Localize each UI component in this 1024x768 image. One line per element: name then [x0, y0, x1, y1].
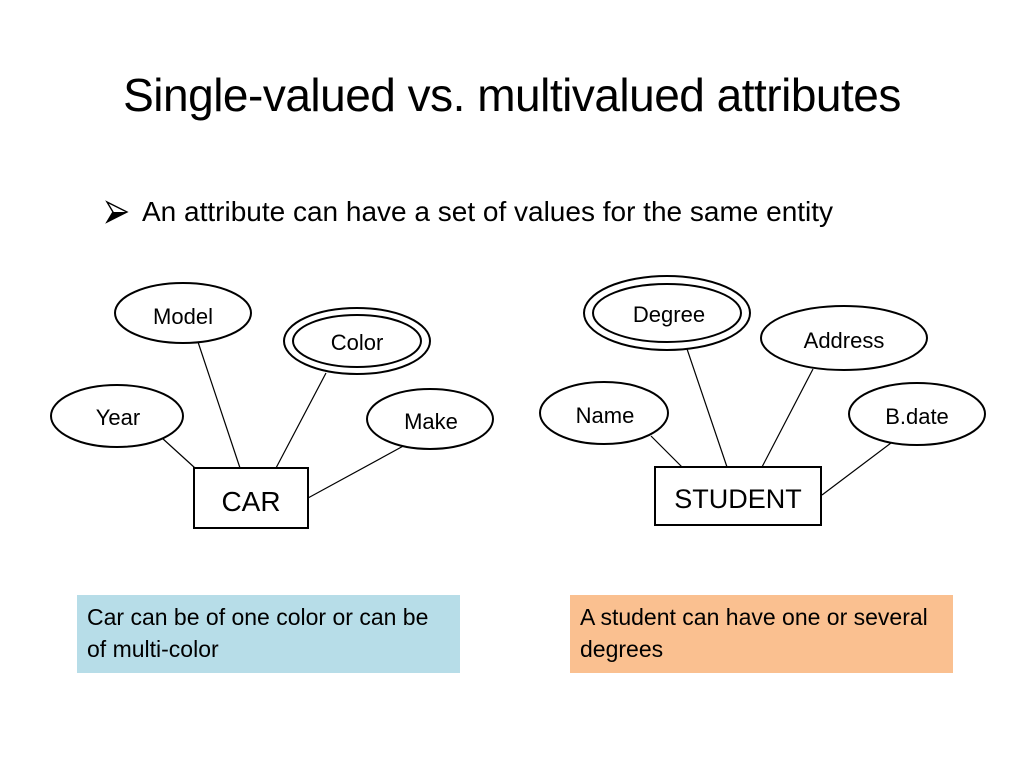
car-er-diagram	[50, 282, 494, 529]
connector-address	[761, 368, 814, 468]
connector-name	[650, 435, 683, 468]
student-er-diagram	[539, 275, 986, 526]
connector-bdate	[821, 442, 892, 496]
connector-degree	[684, 342, 728, 468]
connector-year	[161, 437, 196, 469]
student-note-box: A student can have one or several degree…	[570, 595, 953, 673]
attribute-model-label: Model	[153, 304, 213, 329]
attribute-name	[539, 381, 669, 445]
attribute-model	[114, 282, 252, 344]
attribute-address	[760, 305, 928, 371]
attribute-degree-label: Degree	[633, 302, 705, 327]
attribute-color-inner	[292, 314, 422, 368]
attribute-name-label: Name	[576, 403, 635, 428]
bullet-text: An attribute can have a set of values fo…	[142, 196, 834, 227]
slide-title: Single-valued vs. multivalued attributes	[123, 69, 901, 121]
entity-student	[654, 466, 822, 526]
connector-make	[307, 443, 408, 499]
attribute-make-label: Make	[404, 409, 458, 434]
car-note-box: Car can be of one color or can be of mul…	[77, 595, 460, 673]
attribute-address-label: Address	[804, 328, 885, 353]
attribute-year-label: Year	[96, 405, 140, 430]
connector-model	[197, 341, 241, 469]
attribute-degree-inner	[592, 283, 742, 343]
bullet-point: An attribute can have a set of values fo…	[104, 196, 833, 228]
attribute-make	[366, 388, 494, 450]
entity-student-label: STUDENT	[674, 484, 802, 514]
entity-car-label: CAR	[221, 486, 280, 517]
attribute-bdate-label: B.date	[885, 404, 949, 429]
attribute-bdate	[848, 382, 986, 446]
attribute-color-label: Color	[331, 330, 384, 355]
arrowhead-bullet-icon	[105, 200, 129, 224]
entity-car	[193, 467, 309, 529]
connector-color	[275, 372, 327, 469]
attribute-year	[50, 384, 184, 448]
